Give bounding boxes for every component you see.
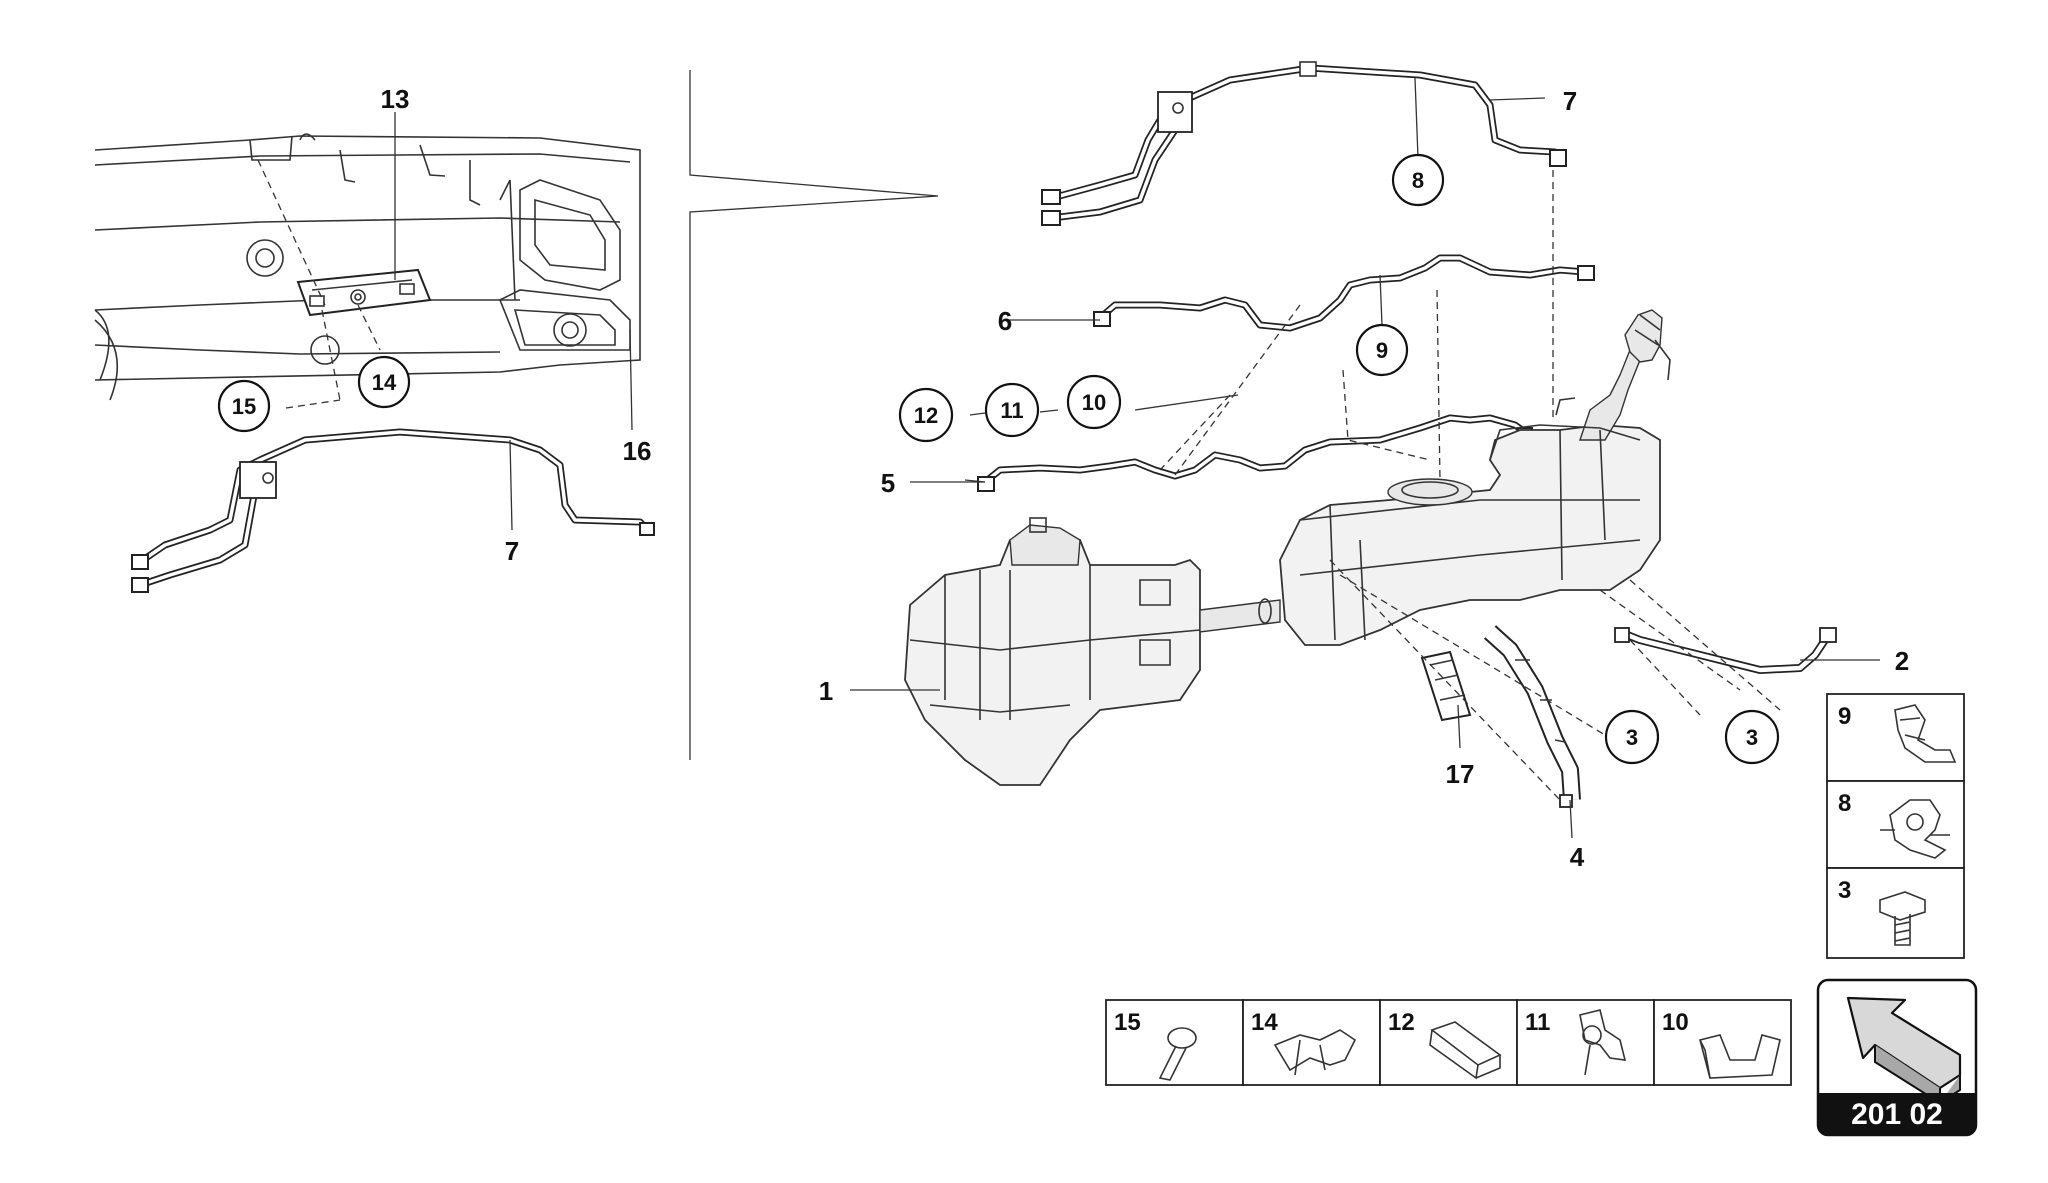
callout-7-inset: 7 (505, 536, 519, 566)
callout-circle-12 (898, 387, 954, 443)
pad-17 (1420, 650, 1472, 722)
callout-15: 15 (232, 394, 256, 419)
callout-11: 11 (1000, 398, 1023, 423)
callout-10: 10 (1082, 390, 1106, 415)
callout-1: 1 (819, 676, 833, 706)
callout-circle-8 (1391, 153, 1445, 207)
pipe-7-main (1041, 61, 1567, 226)
callout-circle-14 (357, 355, 411, 409)
clip-9-icon (1894, 704, 1957, 763)
strap-4 (1483, 625, 1581, 808)
legend-side-num-9: 9 (1838, 703, 1851, 730)
callout-9: 9 (1376, 338, 1388, 363)
legend-bottom-num-11: 11 (1525, 1009, 1550, 1036)
legend-side: 9 8 3 (1826, 693, 1965, 959)
callout-circle-10 (1066, 374, 1122, 430)
pipe-6 (1093, 254, 1595, 332)
legend-side-num-8: 8 (1838, 790, 1851, 817)
callout-8: 8 (1412, 168, 1424, 193)
zoom-wedge (689, 70, 939, 760)
callout-17: 17 (1446, 759, 1475, 789)
legend-bottom-num-15: 15 (1114, 1009, 1141, 1036)
callout-circle-11 (984, 382, 1040, 438)
pad-12-icon (1429, 1021, 1502, 1080)
legend-side-cell-9 (1826, 693, 1965, 782)
clip-8-icon (1880, 799, 1950, 859)
callout-circle-9 (1355, 323, 1409, 377)
callout-13: 13 (381, 84, 410, 114)
clip-14-icon (1273, 1029, 1357, 1076)
page-code-bg (1818, 1093, 1976, 1135)
callout-4: 4 (1570, 842, 1585, 872)
callout-2: 2 (1895, 646, 1909, 676)
clip-11-icon (1579, 1009, 1627, 1076)
callout-circle-3b (1724, 709, 1780, 765)
callout-14: 14 (372, 370, 397, 395)
callout-circle-3a (1604, 709, 1660, 765)
bracket-10-icon (1699, 1034, 1781, 1079)
legend-side-num-3: 3 (1838, 877, 1851, 904)
callout-7-main: 7 (1563, 86, 1577, 116)
callout-16: 16 (623, 436, 652, 466)
legend-bottom-num-10: 10 (1662, 1009, 1689, 1036)
callout-12: 12 (914, 403, 938, 428)
callout-5: 5 (881, 468, 895, 498)
strap-2 (1614, 627, 1837, 674)
inset-chassis-detail: 13 14 15 16 7 (94, 84, 655, 593)
callout-3a: 3 (1626, 725, 1638, 750)
inset-pipe-7 (131, 428, 655, 593)
bolt-3-icon (1879, 891, 1926, 946)
legend-bottom: 15 14 12 11 10 (1105, 999, 1792, 1086)
screw-15-icon (1158, 1027, 1197, 1081)
legend-bottom-num-14: 14 (1251, 1009, 1278, 1036)
fuel-tank-assembly (904, 309, 1671, 786)
legend-bottom-num-12: 12 (1388, 1009, 1415, 1036)
callout-6: 6 (998, 306, 1012, 336)
callout-3b: 3 (1746, 725, 1758, 750)
page-nav[interactable]: 201 02 (1816, 978, 1978, 1137)
callout-circle-15 (217, 379, 271, 433)
page-code: 201 02 (1851, 1098, 1943, 1131)
